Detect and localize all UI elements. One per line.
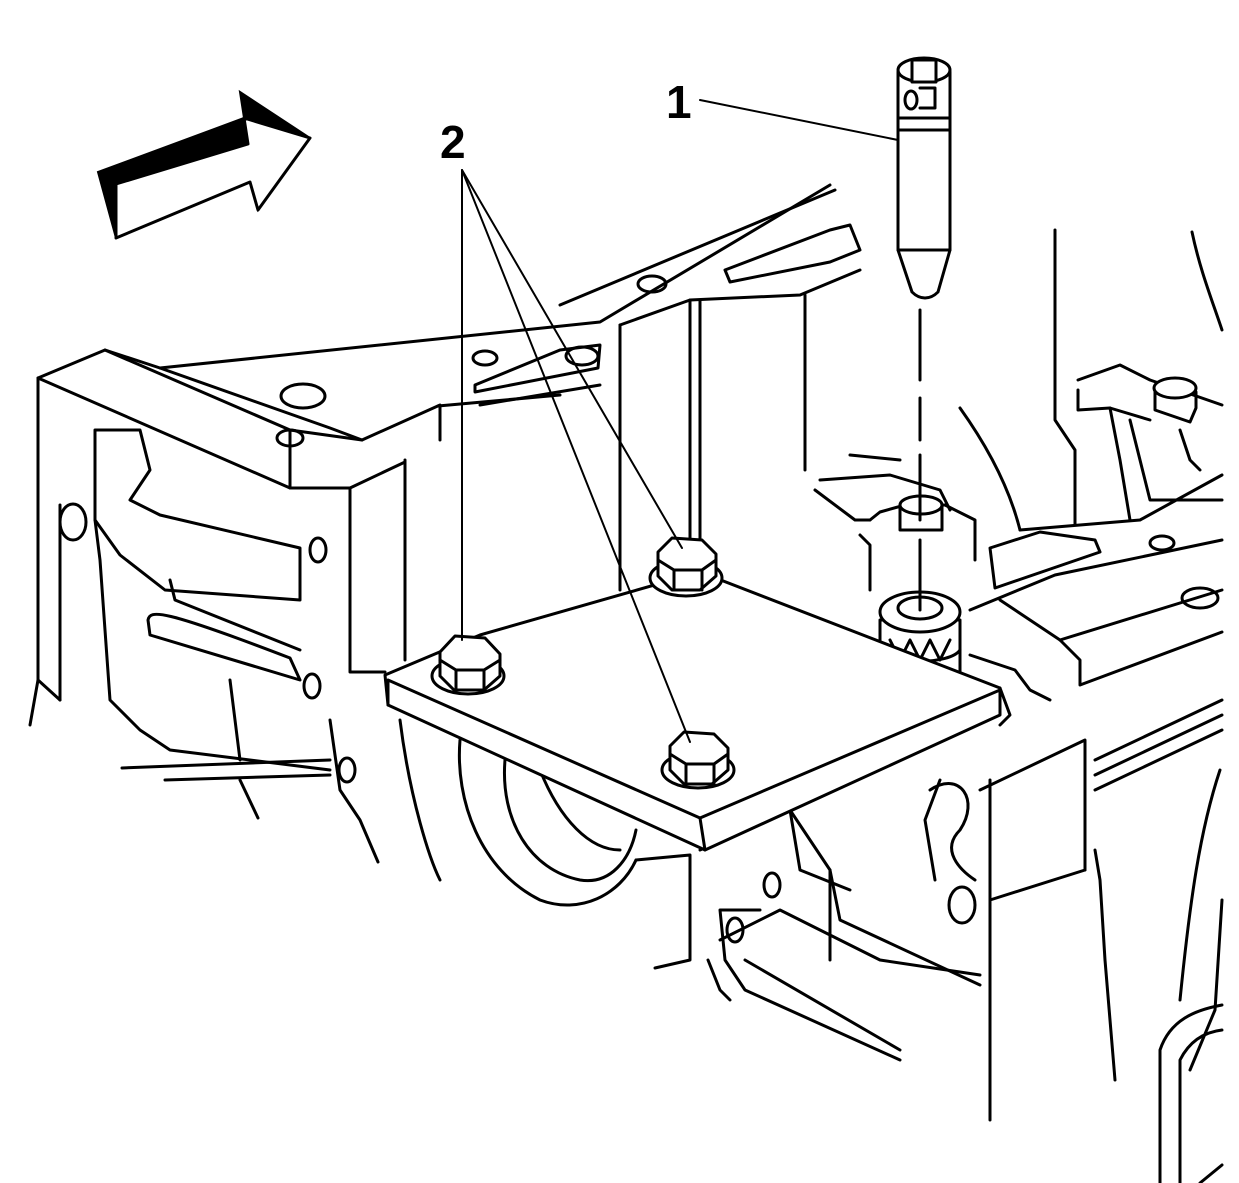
right-deck bbox=[813, 228, 1224, 702]
installer-tool bbox=[896, 56, 952, 612]
bolt-front-left bbox=[430, 634, 506, 696]
crank-bore bbox=[398, 718, 692, 970]
bolt-front-right bbox=[660, 730, 736, 790]
direction-arrow-icon bbox=[96, 89, 312, 240]
callout-1-label: 1 bbox=[666, 76, 692, 128]
tool-plate bbox=[383, 570, 1012, 852]
upper-casting bbox=[158, 183, 862, 592]
callout-leaders bbox=[461, 99, 899, 743]
left-block-face bbox=[28, 348, 442, 864]
bolt-rear bbox=[648, 536, 724, 598]
callout-2-label: 2 bbox=[440, 116, 466, 168]
